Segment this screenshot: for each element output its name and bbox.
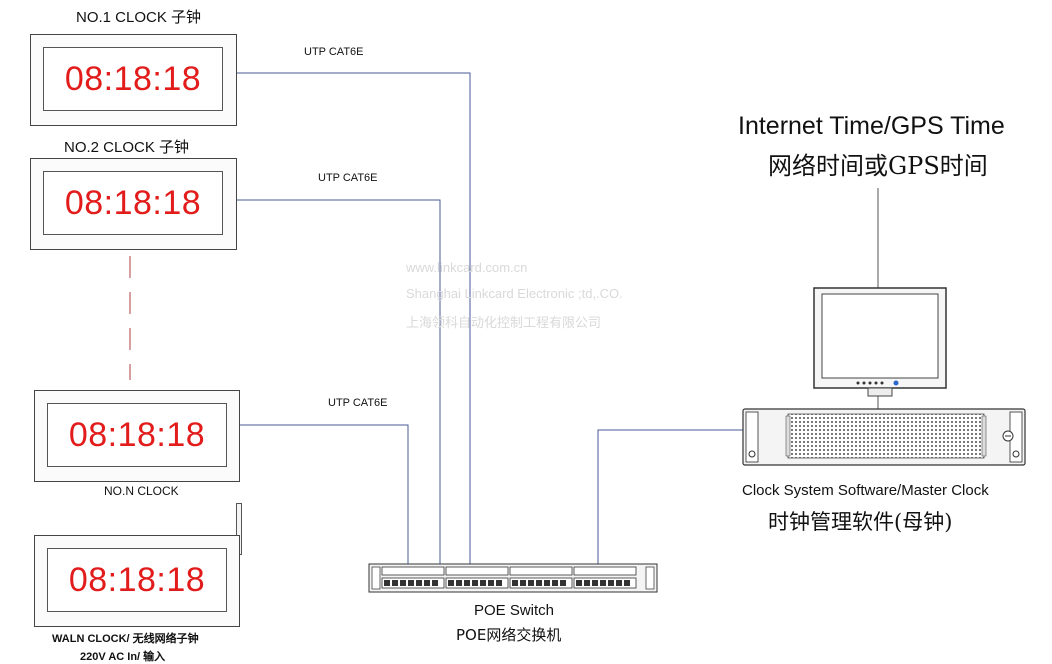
clockn-time: 08:18:18 xyxy=(68,415,206,454)
master-label-en: Clock System Software/Master Clock xyxy=(742,482,989,499)
switch-label-en: POE Switch xyxy=(474,602,555,619)
clock2-time: 08:18:18 xyxy=(64,183,202,222)
master-server-icon xyxy=(742,408,1026,466)
cable-clockn xyxy=(240,424,409,566)
clockn-screen: 08:18:18 xyxy=(47,403,227,467)
clock2-title: NO.2 CLOCK 子钟 xyxy=(64,139,190,156)
cable-label-1: UTP CAT6E xyxy=(304,46,364,58)
clock1: 08:18:18 xyxy=(30,34,237,126)
clock2-screen: 08:18:18 xyxy=(43,171,223,235)
cable-label-2: UTP CAT6E xyxy=(318,172,378,184)
clockn-title: NO.N CLOCK xyxy=(104,484,179,498)
watermark-url: www.linkcard.com.cn xyxy=(406,260,528,275)
watermark-company-zh: 上海领科自动化控制工程有限公司 xyxy=(406,315,602,330)
cable-master xyxy=(597,429,743,566)
cable-label-3: UTP CAT6E xyxy=(328,397,388,409)
waln-clock-screen: 08:18:18 xyxy=(47,548,227,612)
clockn: 08:18:18 xyxy=(34,390,240,482)
waln-clock-title: WALN CLOCK/ 无线网络子钟 xyxy=(52,633,199,645)
cable-clock2 xyxy=(236,199,441,566)
waln-clock-time: 08:18:18 xyxy=(68,560,206,599)
monitor-icon xyxy=(813,287,947,397)
clock1-screen: 08:18:18 xyxy=(43,47,223,111)
waln-clock: 08:18:18 xyxy=(34,535,240,627)
waln-clock-power: 220V AC In/ 输入 xyxy=(80,651,166,663)
switch-label-zh: POE网络交换机 xyxy=(456,626,562,644)
master-label-zh: 时钟管理软件(母钟) xyxy=(768,510,953,534)
clock1-title: NO.1 CLOCK 子钟 xyxy=(76,9,202,26)
clock1-time: 08:18:18 xyxy=(64,59,202,98)
time-source-zh: 网络时间或GPS时间 xyxy=(768,152,988,180)
time-source-en: Internet Time/GPS Time xyxy=(738,112,1005,140)
poe-switch-icon xyxy=(368,563,658,593)
cable-clock1 xyxy=(236,72,471,566)
clock2: 08:18:18 xyxy=(30,158,237,250)
watermark-company-en: Shanghai Linkcard Electronic ;td,.CO. xyxy=(406,286,623,301)
